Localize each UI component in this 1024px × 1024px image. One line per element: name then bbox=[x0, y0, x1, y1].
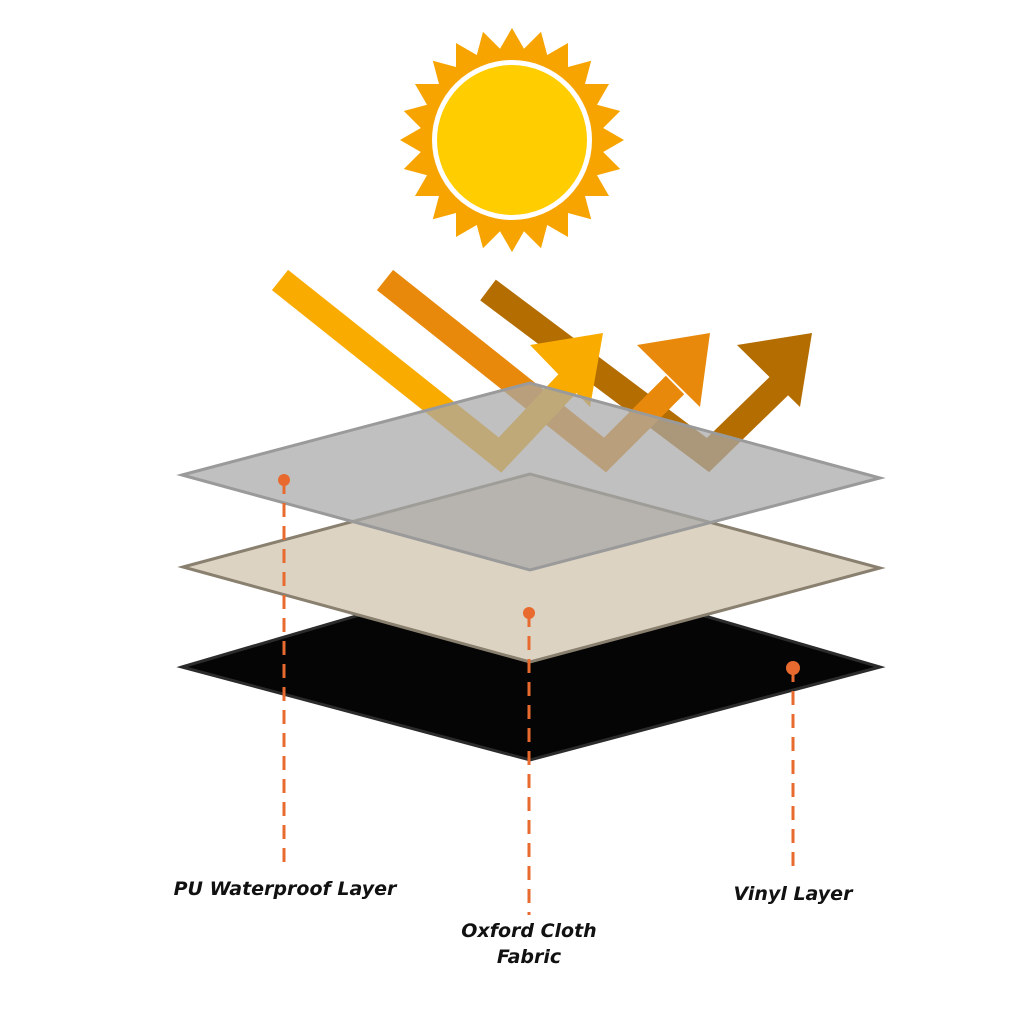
pu-waterproof-layer-label: PU Waterproof Layer bbox=[173, 878, 397, 900]
leader-vinyl bbox=[786, 661, 800, 872]
sun-core bbox=[437, 65, 587, 215]
leader-dot bbox=[786, 661, 800, 675]
leader-pu bbox=[278, 474, 290, 870]
pu-waterproof-layer bbox=[176, 381, 886, 572]
vinyl-layer-label: Vinyl Layer bbox=[733, 883, 853, 905]
oxford-label-line-1: Oxford Cloth bbox=[461, 920, 597, 942]
sun-icon bbox=[400, 28, 624, 252]
leader-oxford bbox=[523, 607, 535, 915]
oxford-cloth-fabric-label: Oxford Cloth Fabric bbox=[414, 918, 644, 970]
oxford-label-line-2: Fabric bbox=[496, 946, 562, 968]
leader-dot bbox=[523, 607, 535, 619]
leader-dot bbox=[278, 474, 290, 486]
